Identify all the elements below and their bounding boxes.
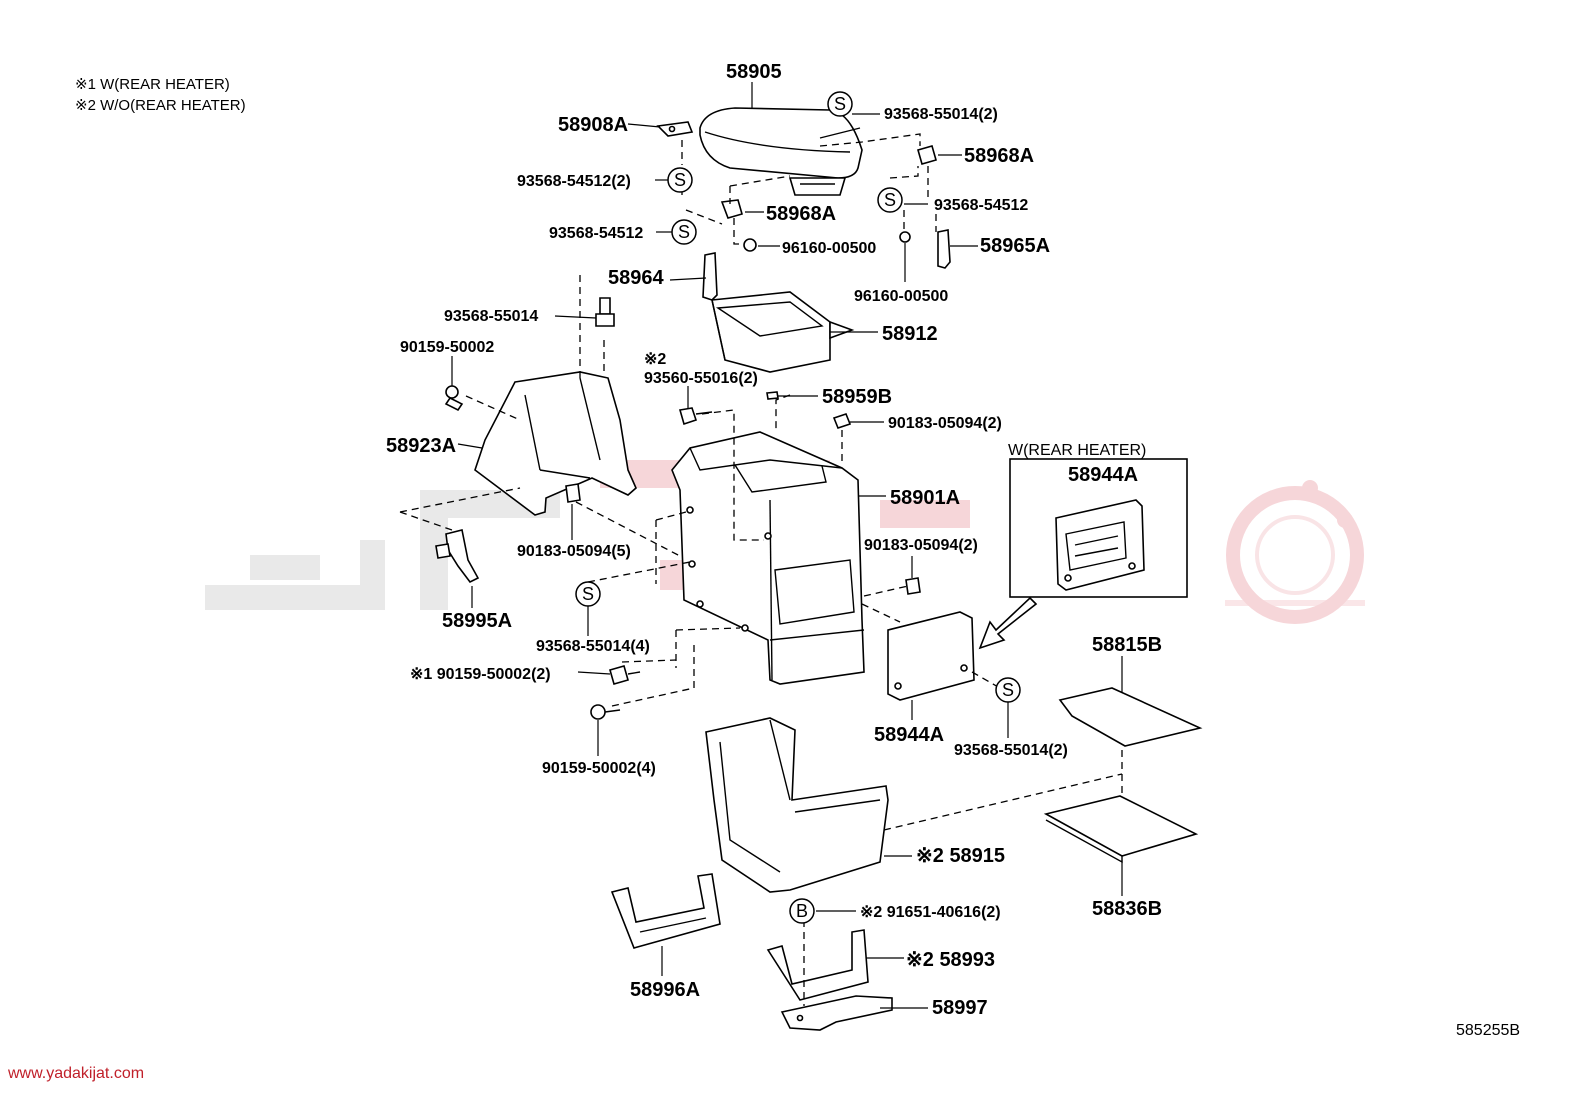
label-58915: ※2 58915 (916, 845, 1005, 867)
diagram-code: 585255B (1456, 1022, 1520, 1039)
svg-text:S: S (678, 222, 690, 242)
inset-arrow (978, 596, 1038, 650)
washer-96160-mid (743, 238, 757, 252)
svg-text:S: S (1002, 680, 1014, 700)
bracket-58993 (766, 929, 869, 1001)
hinge-58908A (656, 121, 694, 137)
label-58968A-mid: 58968A (766, 203, 836, 225)
label-58993: ※2 58993 (906, 949, 995, 971)
lower-box-58915 (705, 717, 889, 893)
label-93568-55014-2-top: 93568-55014(2) (884, 106, 998, 123)
label-58944A-bottom: 58944A (874, 724, 944, 746)
label-90183-05094-5: 90183-05094(5) (517, 543, 631, 560)
label-90159-50002-2: ※1 90159-50002(2) (410, 666, 551, 683)
bracket-58965A (937, 229, 951, 269)
note-2: ※2 W/O(REAR HEATER) (75, 97, 246, 114)
label-58995A: 58995A (442, 610, 512, 632)
mat-58815B (1058, 687, 1203, 747)
clip-90183-top (832, 413, 852, 429)
clip-90159-50002-2 (609, 665, 641, 685)
label-93568-55014-4: 93568-55014(4) (536, 638, 650, 655)
clip-90159-50002 (444, 385, 464, 412)
console-lid-58905 (699, 107, 863, 196)
plate-58959B (766, 391, 779, 400)
label-58959B: 58959B (822, 386, 892, 408)
svg-text:B: B (796, 901, 808, 921)
label-58905: 58905 (726, 61, 782, 83)
panel-58944A (887, 611, 975, 701)
label-58968A-right: 58968A (964, 145, 1034, 167)
screw-symbol-1: S (827, 91, 853, 117)
label-58901A: 58901A (890, 487, 960, 509)
side-panel-58923A (474, 371, 637, 516)
label-93560-55016-note: ※2 (644, 351, 666, 368)
svg-text:S: S (674, 170, 686, 190)
label-90183-05094-2-mid: 90183-05094(2) (864, 537, 978, 554)
label-58815B: 58815B (1092, 634, 1162, 656)
label-90183-05094-2-top: 90183-05094(2) (888, 415, 1002, 432)
label-58996A: 58996A (630, 979, 700, 1001)
svg-text:S: S (884, 190, 896, 210)
bolt-symbol: B (789, 898, 815, 924)
bracket-58964 (702, 252, 718, 301)
pad-58836B (1043, 795, 1199, 864)
label-93568-54512-left: 93568-54512 (549, 225, 643, 242)
screw-symbol-3: S (877, 187, 903, 213)
footer-url[interactable]: www.yadakijat.com (7, 1065, 144, 1082)
screw-symbol-4: S (671, 219, 697, 245)
inset-title: W(REAR HEATER) (1008, 442, 1146, 459)
label-93568-54512-2: 93568-54512(2) (517, 173, 631, 190)
svg-text:S: S (834, 94, 846, 114)
plate-58997 (780, 995, 893, 1031)
label-96160-00500-bottom: 96160-00500 (854, 288, 948, 305)
label-93568-55014-2-bottom: 93568-55014(2) (954, 742, 1068, 759)
inset-rear-heater (1009, 458, 1188, 598)
clip-58968A-mid (720, 199, 743, 219)
label-58923A: 58923A (386, 435, 456, 457)
label-58965A: 58965A (980, 235, 1050, 257)
clip-90159-50002-4 (590, 704, 621, 720)
label-93568-55014: 93568-55014 (444, 308, 538, 325)
bolt-93568-55014 (595, 297, 615, 327)
label-58908A: 58908A (558, 114, 628, 136)
clip-58968A-right (917, 145, 937, 165)
screw-symbol-6: S (995, 677, 1021, 703)
tray-58912 (711, 291, 855, 373)
clip-90183-mid (905, 577, 921, 595)
bracket-58995A (435, 529, 480, 584)
bolt-93560-55016 (678, 407, 713, 426)
label-93568-54512-right: 93568-54512 (934, 197, 1028, 214)
screw-symbol-5: S (575, 581, 601, 607)
label-58836B: 58836B (1092, 898, 1162, 920)
clip-90183-5 (565, 483, 581, 503)
label-91651-40616-2: ※2 91651-40616(2) (860, 904, 1001, 921)
note-1: ※1 W(REAR HEATER) (75, 76, 230, 93)
label-96160-00500-mid: 96160-00500 (782, 240, 876, 257)
label-90159-50002: 90159-50002 (400, 339, 494, 356)
inset-part-label: 58944A (1068, 464, 1138, 486)
bracket-58996A (610, 873, 721, 949)
label-58912: 58912 (882, 323, 938, 345)
label-90159-50002-4: 90159-50002(4) (542, 760, 656, 777)
label-58997: 58997 (932, 997, 988, 1019)
washer-96160-right (899, 231, 911, 243)
screw-symbol-2: S (667, 167, 693, 193)
svg-text:S: S (582, 584, 594, 604)
console-body-58901A (671, 431, 865, 685)
label-93560-55016-2: 93560-55016(2) (644, 370, 758, 387)
label-58964: 58964 (608, 267, 664, 289)
